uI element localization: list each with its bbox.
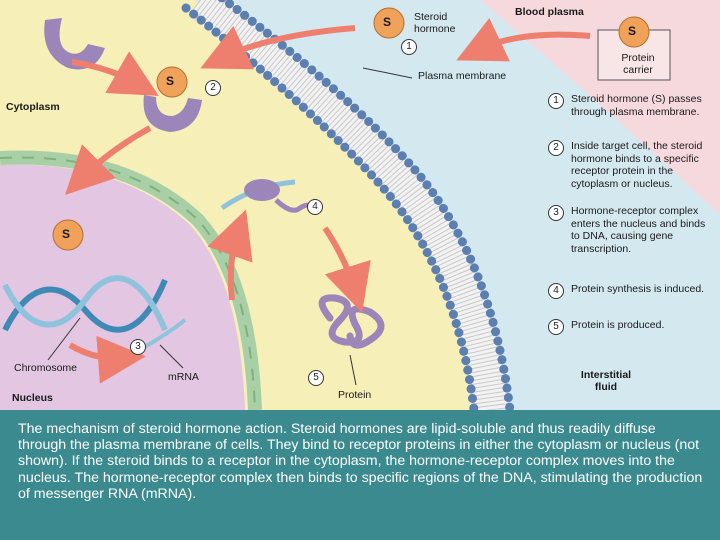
marker-2: 2 [205, 80, 221, 96]
marker-5: 5 [308, 370, 324, 386]
membrane-heads-outer [217, 0, 515, 410]
caption-panel: The mechanism of steroid hormone action.… [0, 410, 720, 540]
steroid-hormone-label: Steroid hormone [414, 11, 456, 36]
dna-strand-a [2, 278, 168, 333]
arrow-bind [71, 51, 159, 96]
nucleus-label: Nucleus [12, 392, 53, 404]
step-1-text: Steroid hormone (S) passes through plasm… [571, 93, 702, 118]
steroid-hormone-diagram: S S S S Blood plasma Steroid hormone Pro… [0, 0, 720, 410]
arrow-export [207, 209, 253, 301]
arrow-protein [322, 226, 371, 313]
blood-plasma-label: Blood plasma [515, 6, 584, 18]
s-label-3: S [166, 74, 175, 88]
receptor-bound [143, 95, 202, 132]
membrane-leader [362, 67, 413, 79]
marker-3: 3 [130, 339, 146, 355]
caption-text: The mechanism of steroid hormone action.… [18, 421, 703, 502]
membrane-heads-inner [181, 3, 479, 410]
ribosome [244, 179, 280, 201]
dna-strand-b [2, 275, 168, 332]
step-4-text: Protein synthesis is induced. [571, 283, 705, 295]
chromosome-leader [47, 317, 81, 361]
nuclear-hormone-molecule [52, 219, 84, 251]
mrna-leader [159, 344, 184, 369]
chromosome-label: Chromosome [14, 362, 78, 374]
mrna-label: mRNA [168, 371, 199, 383]
step-3-number: 3 [548, 205, 564, 221]
step-2-text: Inside target cell, the steroid hormone … [571, 140, 703, 190]
marker-4: 4 [307, 199, 323, 215]
membrane-tails [188, 0, 511, 410]
interstitial-fluid-label: Interstitial fluid [580, 369, 632, 394]
arrow-transcription [68, 335, 146, 384]
step-4-number: 4 [548, 283, 564, 299]
s-label-2: S [628, 24, 637, 38]
step-2-number: 2 [548, 140, 564, 156]
step-3-text: Hormone-receptor complex enters the nucl… [571, 205, 706, 255]
carrier-hormone-molecule [618, 16, 650, 48]
arrow-release [456, 18, 591, 62]
s-label-1: S [383, 15, 392, 29]
step-1-number: 1 [548, 93, 564, 109]
s-label-4: S [62, 227, 71, 241]
cytoplasm-label: Cytoplasm [6, 101, 60, 113]
protein-label: Protein [338, 389, 372, 401]
diagram-illustration [0, 0, 720, 410]
plasma-membrane-label: Plasma membrane [418, 70, 507, 82]
marker-1: 1 [401, 39, 417, 55]
step-5-number: 5 [548, 319, 564, 335]
protein-leader [349, 354, 357, 386]
step-5-text: Protein is produced. [571, 319, 665, 331]
steroid-hormone-molecule [373, 7, 405, 39]
arrow-entry [200, 25, 356, 70]
protein-carrier-label: Protein carrier [621, 52, 655, 77]
arrow-enter-nucleus [65, 125, 152, 195]
receptor-protein [44, 18, 105, 70]
